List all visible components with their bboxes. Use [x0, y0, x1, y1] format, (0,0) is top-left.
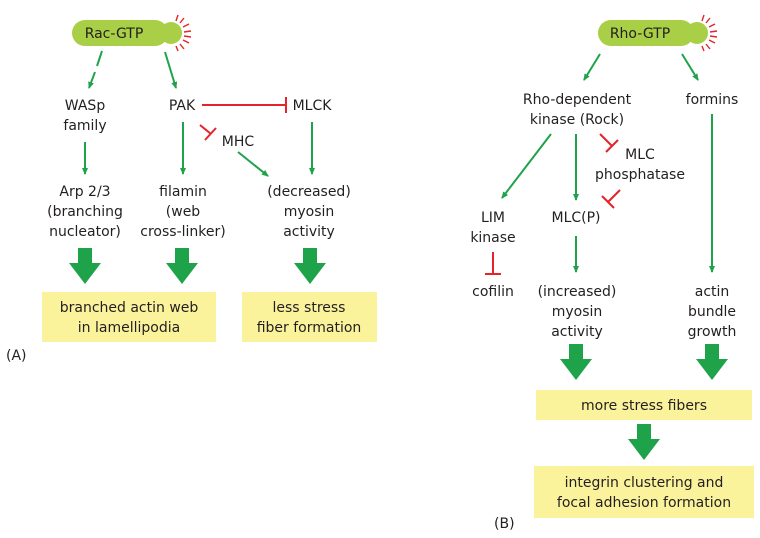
filamin-label-3: cross-linker) — [140, 224, 225, 240]
arrow-mhc-decreased — [237, 151, 269, 177]
panel-b: Rho-GTP Rho-dependent kinase (Rock) form… — [470, 14, 754, 532]
decreased-label-1: (decreased) — [267, 184, 351, 200]
actin-label-2: bundle — [688, 304, 736, 320]
inhibit-pak-mhc — [199, 124, 217, 141]
rac-gtp-cap — [160, 22, 182, 44]
arp-label-3: nucleator) — [49, 224, 121, 240]
block-arrow-arp — [69, 248, 101, 284]
decreased-label-3: activity — [283, 224, 335, 240]
mhc-label: MHC — [222, 134, 255, 150]
actin-label-1: actin — [695, 284, 730, 300]
mlck-label: MLCK — [293, 98, 333, 114]
increased-label-2: myosin — [552, 304, 603, 320]
panel-a: Rac-GTP WASp family PAK MLCK MHC Arp 2/3… — [6, 14, 377, 364]
arrow-rho-rock — [583, 53, 601, 81]
wasp-label-2: family — [63, 118, 106, 134]
filamin-label-2: (web — [166, 204, 201, 220]
arp-label-2: (branching — [47, 204, 123, 220]
arrow-rac-wasp-dash — [96, 50, 103, 67]
inhibit-pak-mlck — [202, 97, 287, 113]
panel-a-tag: (A) — [6, 348, 27, 364]
actin-label-3: growth — [688, 324, 737, 340]
outcome-integrin-label-2: focal adhesion formation — [557, 495, 731, 511]
decreased-label-2: myosin — [284, 204, 335, 220]
pak-label: PAK — [169, 98, 196, 114]
outcome-branched-box — [42, 292, 216, 342]
arrow-rho-formins — [681, 53, 699, 81]
outcome-less-stress-label-1: less stress — [273, 300, 346, 316]
rho-gtp-cap — [686, 22, 708, 44]
arrow-rock-lim — [501, 133, 552, 199]
block-arrow-actin — [696, 344, 728, 380]
arp-label-1: Arp 2/3 — [59, 184, 110, 200]
outcome-more-stress-box — [536, 390, 752, 420]
formins-label: formins — [686, 92, 739, 108]
outcome-branched-label-2: in lamellipodia — [78, 320, 180, 336]
outcome-integrin-box — [534, 466, 754, 518]
wasp-label-1: WASp — [65, 98, 106, 114]
block-arrow-decreased — [294, 248, 326, 284]
increased-label-3: activity — [551, 324, 603, 340]
rac-gtp-pill — [72, 20, 168, 46]
rac-gtp-node: Rac-GTP — [72, 14, 192, 52]
block-arrow-increased — [560, 344, 592, 380]
inhibit-rock-mlcphos — [599, 133, 619, 153]
lim-label-2: kinase — [470, 230, 515, 246]
rock-label-2: kinase (Rock) — [530, 112, 624, 128]
mlc-phos-label-1: MLC — [625, 147, 655, 163]
rho-gtp-node: Rho-GTP — [598, 14, 718, 52]
rho-gtp-pill — [598, 20, 694, 46]
rac-gtp-label: Rac-GTP — [85, 26, 144, 42]
block-arrow-more-stress — [628, 424, 660, 460]
rac-gtp-glow-icon — [175, 14, 192, 52]
outcome-more-stress-label: more stress fibers — [581, 398, 707, 414]
increased-label-1: (increased) — [538, 284, 617, 300]
filamin-label-1: filamin — [159, 184, 207, 200]
panel-b-tag: (B) — [494, 516, 515, 532]
mlcp-label: MLC(P) — [551, 210, 600, 226]
cofilin-label: cofilin — [472, 284, 514, 300]
rock-label-1: Rho-dependent — [523, 92, 632, 108]
block-arrow-filamin — [166, 248, 198, 284]
inhibit-lim-cofilin — [485, 252, 501, 275]
outcome-less-stress-label-2: fiber formation — [257, 320, 362, 336]
outcome-branched-label-1: branched actin web — [60, 300, 199, 316]
mlc-phos-label-2: phosphatase — [595, 167, 685, 183]
lim-label-1: LIM — [481, 210, 505, 226]
rho-gtp-glow-icon — [701, 14, 718, 52]
arrow-rac-wasp — [88, 71, 96, 89]
outcome-integrin-label-1: integrin clustering and — [565, 475, 724, 491]
inhibit-mlcphos-mlcp — [601, 189, 621, 209]
outcome-less-stress-box — [242, 292, 377, 342]
rho-gtp-label: Rho-GTP — [610, 26, 670, 42]
arrow-rac-pak — [164, 51, 178, 89]
